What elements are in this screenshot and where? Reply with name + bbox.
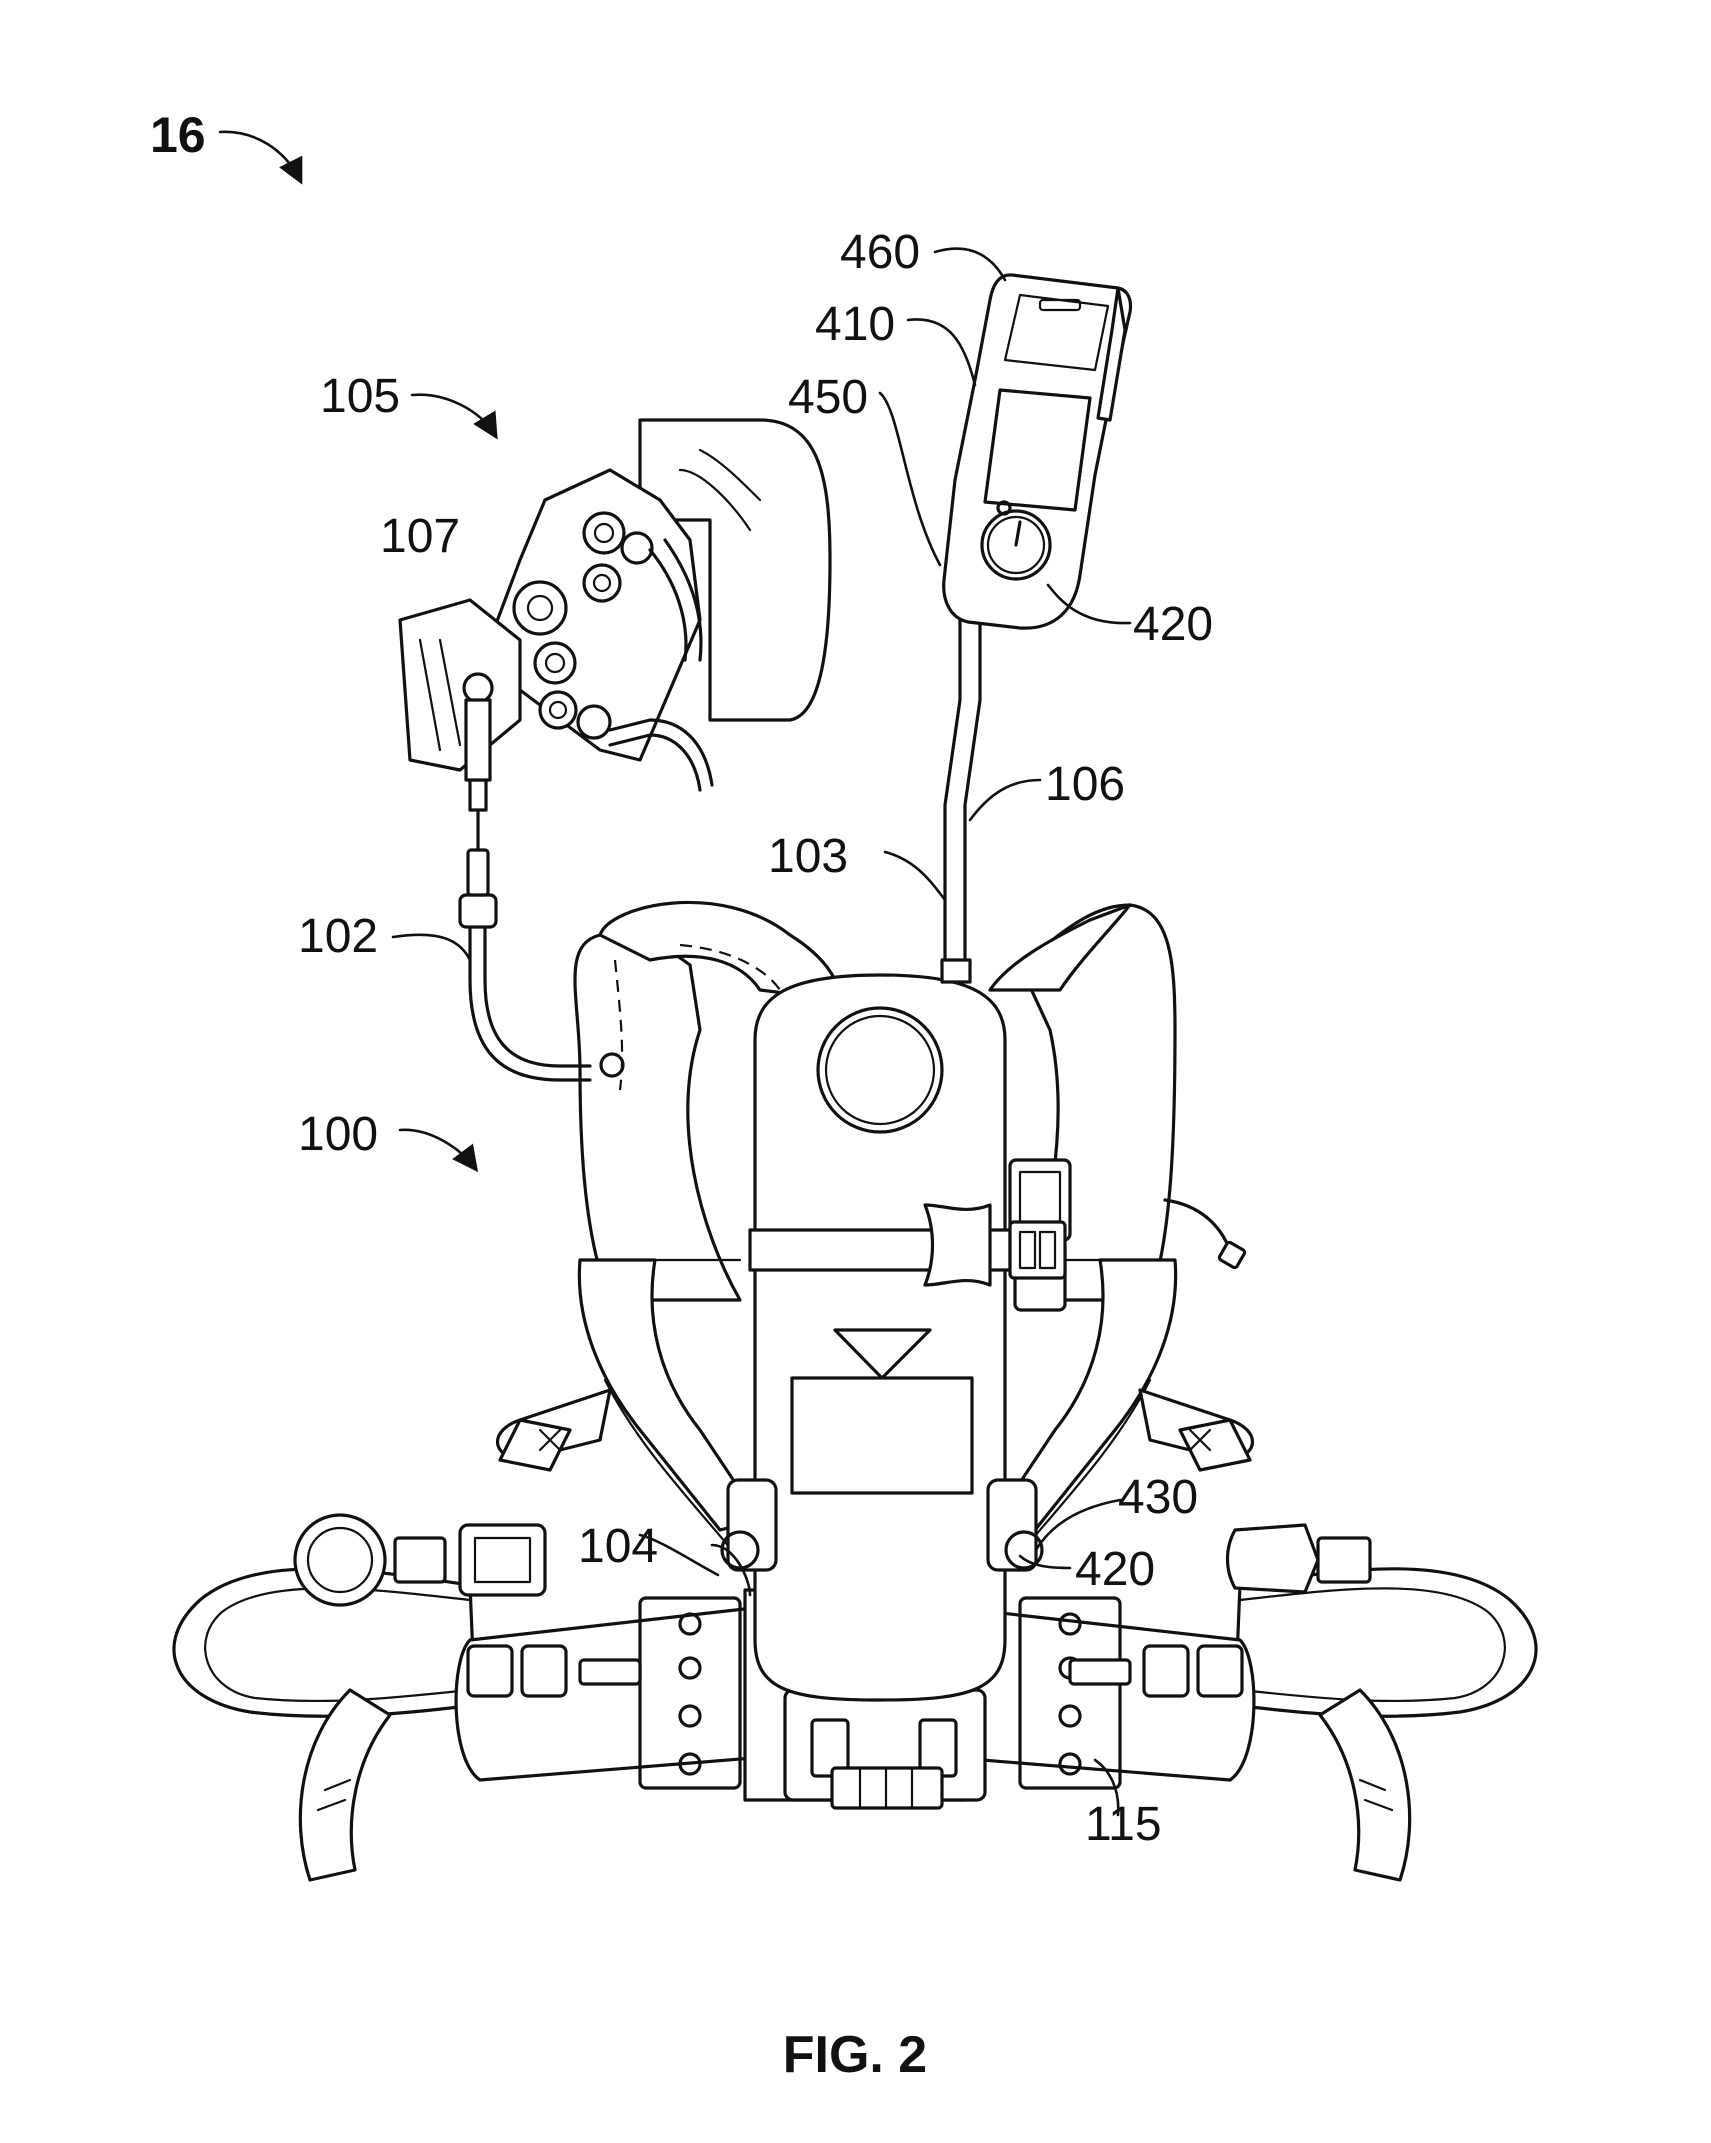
harness-frame — [495, 900, 1255, 1562]
ref-430: 430 — [1118, 1471, 1198, 1524]
regulator-hose — [458, 778, 592, 1082]
ref-107: 107 — [380, 510, 460, 563]
ref-460: 460 — [840, 226, 920, 279]
ref-100: 100 — [298, 1108, 378, 1161]
reference-labels: 16 460 410 450 420 105 107 106 103 102 1… — [150, 107, 1213, 1851]
ref-420-belt: 420 — [1075, 1543, 1155, 1596]
gauge-hose — [940, 618, 982, 984]
ref-102: 102 — [298, 910, 378, 963]
callout-arrows — [218, 130, 498, 1173]
ref-104: 104 — [578, 1520, 658, 1573]
control-console — [942, 273, 1133, 630]
ref-450: 450 — [788, 371, 868, 424]
ref-106: 106 — [1045, 758, 1125, 811]
leader-lines — [391, 247, 1132, 1817]
facepiece-mask — [398, 418, 832, 792]
ref-103: 103 — [768, 830, 848, 883]
ref-410: 410 — [815, 298, 895, 351]
ref-16: 16 — [150, 107, 206, 163]
air-cylinder — [720, 973, 1067, 1702]
ref-105: 105 — [320, 370, 400, 423]
figure-caption: FIG. 2 — [783, 2026, 927, 2084]
ref-115: 115 — [1085, 1798, 1162, 1851]
ref-420-console: 420 — [1133, 598, 1213, 651]
